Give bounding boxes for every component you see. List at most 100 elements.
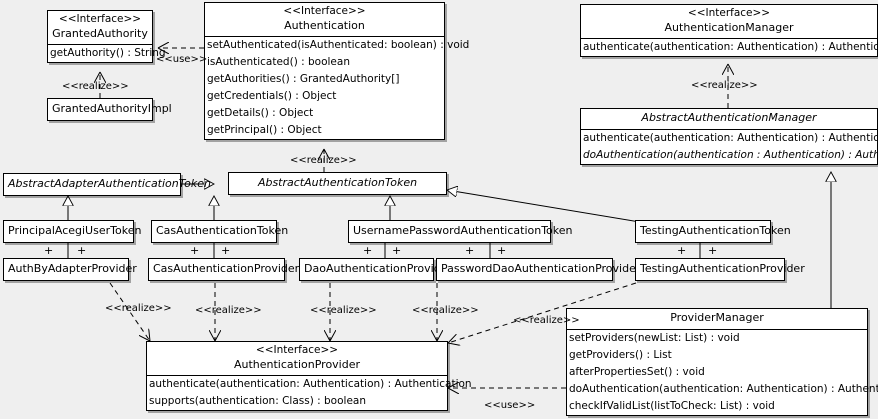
class-name: ProviderManager — [670, 311, 764, 324]
class-name: AuthByAdapterProvider — [8, 262, 137, 275]
stereotype-label: <<Interface>> — [255, 344, 339, 356]
operations-compartment: setProviders(newList: List) : void getPr… — [567, 330, 878, 415]
class-authentication-manager[interactable]: <<Interface>> AuthenticationManager auth… — [580, 4, 878, 58]
operation: setProviders(newList: List) : void — [569, 331, 740, 344]
operation: checkIfValidList(listToCheck: List) : vo… — [569, 399, 775, 412]
operations-compartment: getAuthority() : String — [48, 45, 166, 62]
class-name: PasswordDaoAuthenticationProvider — [441, 262, 641, 275]
class-password-dao-authentication-provider[interactable]: PasswordDaoAuthenticationProvider — [436, 258, 641, 281]
operation: authenticate(authentication: Authenticat… — [149, 378, 472, 391]
class-header: PrincipalAcegiUserToken — [4, 221, 142, 242]
class-header: <<Interface>> AuthenticationProvider — [147, 342, 447, 375]
edge-label-realize-granted-authority-impl: <<realize>> — [62, 81, 129, 92]
class-header: PasswordDaoAuthenticationProvider — [437, 259, 641, 280]
association-marker: + — [708, 244, 718, 257]
class-name: UsernamePasswordAuthenticationToken — [353, 224, 573, 237]
association-marker: + — [44, 244, 54, 257]
operations-compartment: authenticate(authentication: Authenticat… — [581, 130, 878, 164]
edge-label-use-granted-authority: <<use>> — [156, 54, 208, 65]
class-header: GrantedAuthorityImpl — [48, 99, 172, 120]
class-header: UsernamePasswordAuthenticationToken — [349, 221, 573, 242]
association-marker: + — [392, 244, 402, 257]
divider — [581, 128, 877, 130]
class-name: GrantedAuthority — [52, 26, 148, 40]
class-abstract-authentication-manager[interactable]: AbstractAuthenticationManager authentica… — [580, 108, 878, 165]
operation: getCredentials() : Object — [207, 90, 337, 103]
class-name: AuthenticationManager — [664, 20, 794, 34]
class-authentication-provider[interactable]: <<Interface>> AuthenticationProvider aut… — [146, 341, 472, 412]
class-dao-authentication-provider[interactable]: DaoAuthenticationProvider — [299, 258, 452, 281]
operation: afterPropertiesSet() : void — [569, 365, 705, 378]
class-testing-authentication-token[interactable]: TestingAuthenticationToken — [635, 220, 791, 243]
edge-label-realize-provider-5: <<realize>> — [513, 315, 580, 326]
edge-label-realize-authentication-manager: <<realize>> — [691, 80, 758, 91]
class-name: AbstractAuthenticationToken — [257, 176, 418, 189]
class-name: PrincipalAcegiUserToken — [8, 224, 142, 237]
class-principal-acegi-user-token[interactable]: PrincipalAcegiUserToken — [3, 220, 142, 243]
association-marker: + — [190, 244, 200, 257]
operation: supports(authentication: Class) : boolea… — [149, 395, 366, 408]
stereotype-label: <<Interface>> — [687, 7, 771, 19]
class-name: AbstractAdapterAuthenticationToken — [8, 177, 211, 190]
class-provider-manager[interactable]: ProviderManager setProviders(newList: Li… — [566, 308, 878, 416]
association-marker: + — [497, 244, 507, 257]
operation: getProviders() : List — [569, 348, 672, 361]
class-header: <<Interface>> AuthenticationManager — [581, 5, 877, 38]
class-name: AbstractAuthenticationManager — [641, 111, 817, 124]
operation: setAuthenticated(isAuthenticated: boolea… — [207, 39, 470, 52]
class-granted-authority[interactable]: <<Interface>> GrantedAuthority getAuthor… — [47, 10, 166, 64]
edge-generalize-testing-authentication-token — [447, 190, 641, 223]
class-header: <<Interface>> GrantedAuthority — [48, 11, 152, 44]
class-username-password-authentication-token[interactable]: UsernamePasswordAuthenticationToken — [348, 220, 573, 243]
class-header: AbstractAuthenticationManager — [581, 109, 877, 129]
class-header: AbstractAdapterAuthenticationToken — [4, 174, 211, 195]
edge-label-realize-provider-2: <<realize>> — [195, 305, 262, 316]
operation: doAuthentication(authentication: Authent… — [569, 382, 878, 395]
class-cas-authentication-token[interactable]: CasAuthenticationToken — [151, 220, 289, 243]
class-granted-authority-impl[interactable]: GrantedAuthorityImpl — [47, 98, 172, 121]
class-testing-authentication-provider[interactable]: TestingAuthenticationProvider — [635, 258, 805, 281]
operation: getAuthorities() : GrantedAuthority[] — [207, 73, 400, 86]
class-name: TestingAuthenticationProvider — [640, 262, 805, 275]
operation: getDetails() : Object — [207, 107, 314, 120]
operations-compartment: authenticate(authentication: Authenticat… — [147, 376, 472, 410]
association-marker: + — [221, 244, 231, 257]
edge-label-realize-abstract-authentication-token: <<realize>> — [290, 155, 357, 166]
class-auth-by-adapter-provider[interactable]: AuthByAdapterProvider — [3, 258, 137, 281]
edge-label-realize-provider-3: <<realize>> — [310, 305, 377, 316]
operation: getPrincipal() : Object — [207, 124, 322, 137]
edge-realize-testing-authentication-provider — [448, 282, 637, 343]
operation: authenticate(authentication: Authenticat… — [583, 131, 878, 144]
operations-compartment: setAuthenticated(isAuthenticated: boolea… — [205, 37, 470, 139]
edge-realize-auth-by-adapter-provider — [109, 282, 150, 341]
class-cas-authentication-provider[interactable]: CasAuthenticationProvider — [148, 258, 300, 281]
class-header: AbstractAuthenticationToken — [229, 173, 446, 194]
class-abstract-adapter-authentication-token[interactable]: AbstractAdapterAuthenticationToken — [3, 173, 211, 196]
class-header: ProviderManager — [567, 309, 867, 329]
divider — [48, 44, 152, 46]
operation: isAuthenticated() : boolean — [207, 56, 350, 69]
divider — [147, 375, 447, 377]
class-header: <<Interface>> Authentication — [205, 3, 444, 36]
stereotype-label: <<Interface>> — [58, 13, 142, 25]
association-marker: + — [363, 244, 373, 257]
class-header: AuthByAdapterProvider — [4, 259, 137, 280]
class-header: TestingAuthenticationProvider — [636, 259, 805, 280]
class-header: CasAuthenticationToken — [152, 221, 289, 242]
class-name: GrantedAuthorityImpl — [52, 102, 172, 115]
class-abstract-authentication-token[interactable]: AbstractAuthenticationToken — [228, 172, 447, 195]
association-marker: + — [77, 244, 87, 257]
class-name: CasAuthenticationProvider — [153, 262, 300, 275]
divider — [567, 328, 867, 330]
edge-label-realize-provider-1: <<realize>> — [105, 303, 172, 314]
class-name: Authentication — [284, 18, 365, 32]
class-authentication[interactable]: <<Interface>> Authentication setAuthenti… — [204, 2, 470, 141]
association-marker: + — [677, 244, 687, 257]
edge-label-use-provider-manager: <<use>> — [484, 400, 536, 411]
class-name: AuthenticationProvider — [233, 357, 361, 371]
operation: getAuthority() : String — [50, 47, 166, 60]
class-name: CasAuthenticationToken — [156, 224, 289, 237]
class-header: DaoAuthenticationProvider — [300, 259, 452, 280]
